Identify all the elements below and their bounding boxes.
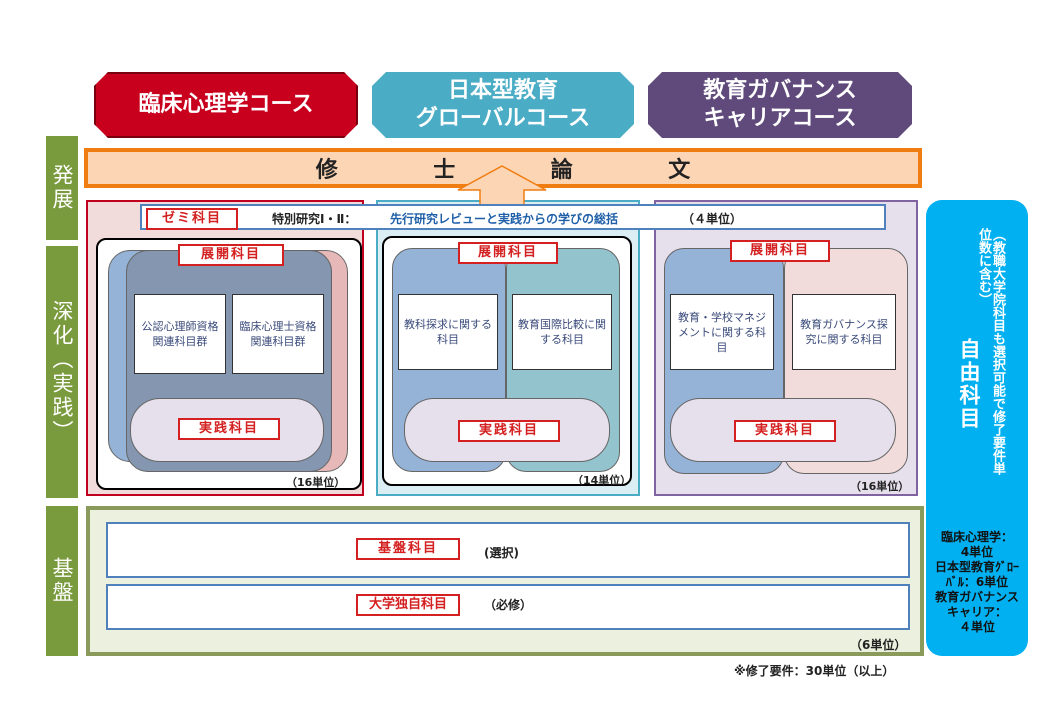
subject-box-school-management: 教育・学校マネジメントに関する科目 <box>670 294 774 370</box>
units-governance: （16単位） <box>850 480 910 493</box>
subject-box-curriculum-inquiry: 教科探求に関する科目 <box>398 294 498 370</box>
seminar-body: 先行研究レビューと実践からの学びの総括 <box>390 212 619 226</box>
seminar-bar: ゼミ科目 特別研究Ⅰ・Ⅱ： 先行研究レビューと実践からの学びの総括 （４単位） <box>140 204 886 230</box>
subject-box-clinical-psychologist: 臨床心理士資格関連科目群 <box>232 294 324 374</box>
free-subjects-panel <box>926 200 1028 656</box>
breakdown-line: 臨床心理学： <box>940 530 1013 544</box>
side-label-shinka: 深化（実践） <box>46 246 78 498</box>
base-row-university <box>106 584 910 630</box>
thesis-char: 士 <box>433 158 456 183</box>
seminar-units: （４単位） <box>682 212 743 226</box>
subject-box-governance-inquiry: 教育ガバナンス探究に関する科目 <box>792 294 896 370</box>
breakdown-line: ﾊﾞﾙ：6単位 <box>945 575 1009 589</box>
thesis-char: 文 <box>668 158 691 183</box>
free-subjects-title: 自由科目 <box>957 338 981 430</box>
course-education-governance-career: 教育ガバナンス キャリアコース <box>648 72 912 138</box>
seminar-prefix: 特別研究Ⅰ・Ⅱ： <box>272 212 357 226</box>
practice-label-global: 実践科目 <box>458 420 560 442</box>
breakdown-line: 教育ガバナンス <box>935 590 1019 604</box>
free-subjects-breakdown: 臨床心理学： 4単位 日本型教育ｸﾞﾛｰ ﾊﾞﾙ：6単位 教育ガバナンス キャリ… <box>926 530 1028 635</box>
deploy-label-governance: 展開科目 <box>730 240 830 262</box>
course-clinical-psychology: 臨床心理学コース <box>94 72 358 138</box>
practice-label-clinical: 実践科目 <box>178 418 280 440</box>
base-note-select: (選択) <box>484 546 519 560</box>
course-japanese-education-global: 日本型教育 グローバルコース <box>372 72 634 138</box>
completion-requirement: ※修了要件：30単位（以上） <box>734 664 895 678</box>
subject-box-international-comparison: 教育国際比較に関する科目 <box>512 294 612 370</box>
thesis-char: 論 <box>550 158 573 183</box>
units-base: （6単位） <box>850 638 907 652</box>
units-global: （14単位） <box>572 474 632 487</box>
base-row-kiban <box>106 522 910 578</box>
base-label-university: 大学独自科目 <box>356 594 460 616</box>
practice-label-governance: 実践科目 <box>734 420 836 442</box>
deploy-label-global: 展開科目 <box>458 242 558 264</box>
course-title: 日本型教育 グローバルコース <box>415 78 591 131</box>
course-title: 教育ガバナンス キャリアコース <box>703 78 857 131</box>
breakdown-line: キャリア： <box>946 605 1007 619</box>
breakdown-line: 日本型教育ｸﾞﾛｰ <box>934 560 1019 574</box>
free-subjects-note: （教職大学院科目も選択可能で修了要件単位数に含む） <box>976 228 1005 475</box>
breakdown-line: 4単位 <box>960 545 994 559</box>
side-label-kiban: 基盤 <box>46 506 78 656</box>
base-label-kiban: 基盤科目 <box>356 538 460 560</box>
breakdown-line: ４単位 <box>958 620 995 634</box>
thesis-char: 修 <box>315 158 338 183</box>
deploy-label-clinical: 展開科目 <box>178 244 284 266</box>
up-arrow <box>457 165 547 206</box>
side-label-hatten: 発展 <box>46 136 78 240</box>
course-title: 臨床心理学コース <box>138 92 314 117</box>
units-clinical: （16単位） <box>286 476 346 489</box>
subject-box-public-psychologist: 公認心理師資格関連科目群 <box>134 294 226 374</box>
seminar-label: ゼミ科目 <box>146 208 238 230</box>
base-note-required: （必修） <box>484 598 533 612</box>
